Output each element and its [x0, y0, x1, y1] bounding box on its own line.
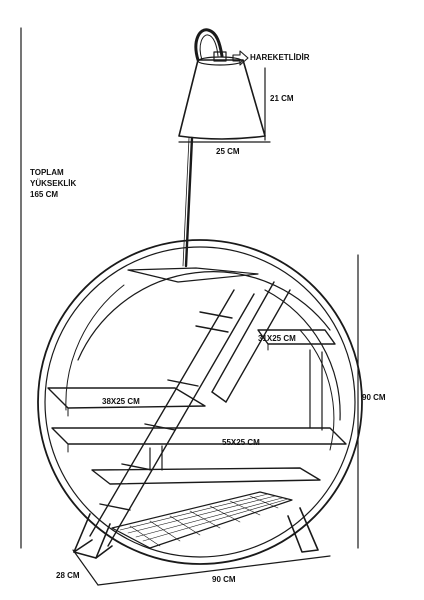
shelf-top-plate	[127, 267, 259, 283]
shelf-middle	[51, 427, 347, 445]
depth-label: 28 CM	[56, 571, 80, 580]
shelf-middle-dimension-label: 55X25 CM	[222, 438, 260, 447]
lamp-hook-arm-inner	[199, 34, 219, 61]
shade-width-label: 25 CM	[216, 147, 240, 156]
lamp-hook-arm	[194, 28, 224, 62]
lamp-clamp	[213, 51, 227, 62]
shelf-right-upper	[257, 329, 336, 345]
total-height-label-line1: TOPLAM	[30, 168, 64, 177]
overall-width-line	[97, 555, 331, 586]
shelf-dividers	[149, 349, 323, 471]
shelf-back-ring-right-2	[299, 329, 335, 451]
shelf-lower	[91, 467, 321, 485]
shelf-back-ring-right	[264, 289, 341, 421]
shelf-left-dimension-label: 38X25 CM	[102, 397, 140, 406]
right-arrow-outline-icon	[232, 50, 249, 66]
shade-height-label: 21 CM	[270, 94, 294, 103]
shelf-left-middle	[47, 387, 206, 409]
movable-label: HAREKETLİDİR	[250, 53, 310, 62]
lamp	[178, 28, 266, 268]
dimension-lines	[20, 27, 359, 586]
total-height-label-line2: YÜKSEKLİK	[30, 179, 76, 188]
mesh-bottom	[111, 491, 293, 549]
total-height-label-line3: 165 CM	[30, 190, 58, 199]
shelf-outer-ring	[37, 239, 363, 565]
shelf-feet	[73, 507, 319, 559]
shelf-back-ring	[77, 271, 331, 361]
circular-shelf	[37, 239, 363, 565]
shelf-top-dimension-label: 31X25 CM	[258, 334, 296, 343]
lamp-pole-edge	[182, 137, 190, 267]
overall-height-label: 90 CM	[362, 393, 386, 402]
lamp-pole	[184, 136, 194, 268]
lamp-shade	[178, 59, 266, 140]
diagonal-ladder	[89, 281, 291, 547]
shelf-back-ring-2	[65, 284, 125, 411]
overall-width-label: 90 CM	[212, 575, 236, 584]
depth-line	[72, 549, 99, 586]
shelf-outer-ring-2	[44, 246, 356, 558]
